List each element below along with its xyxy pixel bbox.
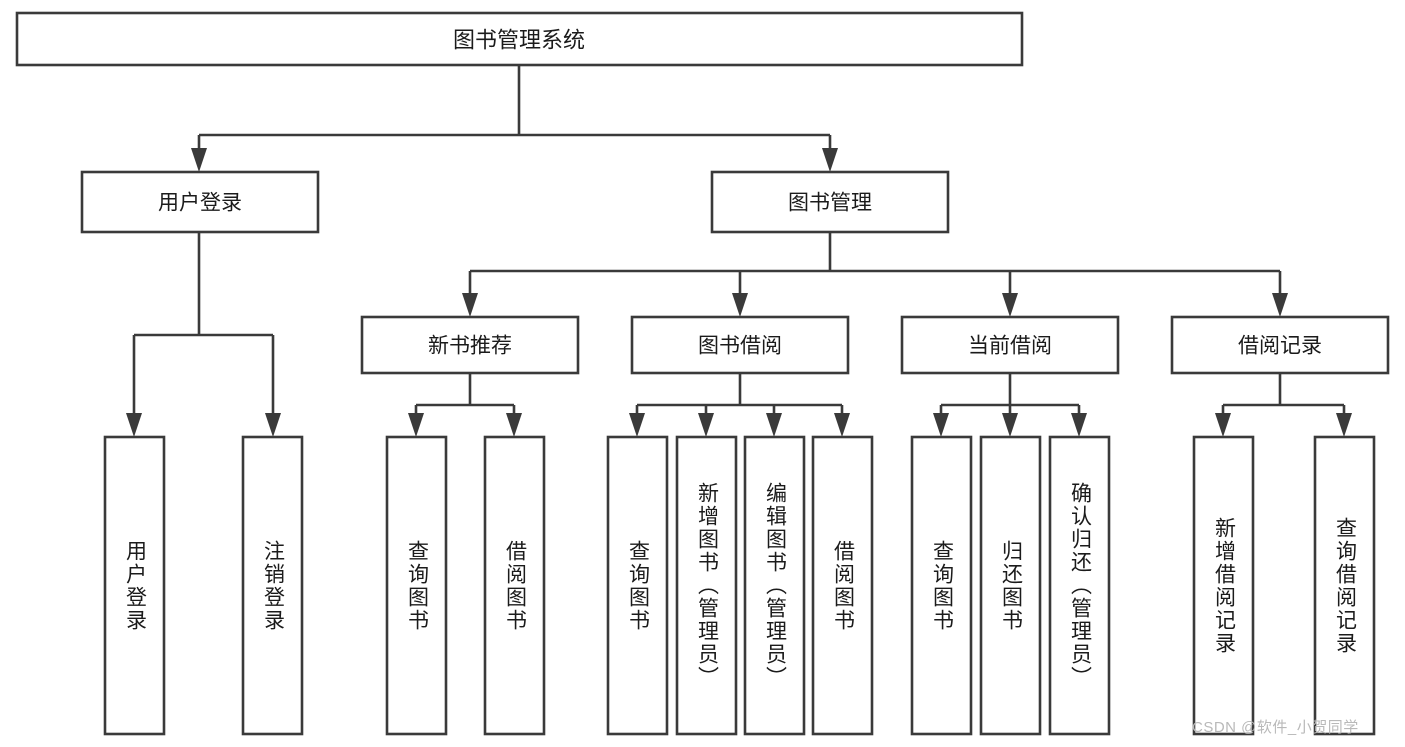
node-bookmgmt[interactable]: 图书管理 xyxy=(710,170,950,234)
node-leaf-7-box[interactable] xyxy=(743,435,806,736)
node-leaf-1-box[interactable] xyxy=(103,435,166,736)
arrow-head-leaf-9 xyxy=(933,413,949,437)
arrow-head-leaf-11 xyxy=(1071,413,1087,437)
node-leaf-9-box[interactable] xyxy=(910,435,973,736)
arrow-head-leaf-1 xyxy=(126,413,142,437)
node-leaf-5-box[interactable] xyxy=(606,435,669,736)
arrow-head-leaf-5 xyxy=(629,413,645,437)
connector-group-current xyxy=(933,373,1087,437)
node-borrow-box[interactable] xyxy=(630,315,850,375)
arrow-head-leaf-10 xyxy=(1002,413,1018,437)
node-leaf-12-box[interactable] xyxy=(1192,435,1255,736)
node-leaf-3-box[interactable] xyxy=(385,435,448,736)
node-login-box[interactable] xyxy=(80,170,320,234)
connector-group-newbook xyxy=(408,373,522,437)
node-newbook[interactable]: 新书推荐 xyxy=(360,315,580,375)
node-leaf-13-box[interactable] xyxy=(1313,435,1376,736)
node-login-label: 用户登录 xyxy=(158,192,242,215)
node-newbook-label: 新书推荐 xyxy=(428,335,512,358)
arrow-head-leaf-6 xyxy=(698,413,714,437)
node-leaf-4-box[interactable] xyxy=(483,435,546,736)
node-records-box[interactable] xyxy=(1170,315,1390,375)
node-borrow[interactable]: 图书借阅 xyxy=(630,315,850,375)
arrow-head-newbook xyxy=(462,293,478,317)
node-current[interactable]: 当前借阅 xyxy=(900,315,1120,375)
node-newbook-box[interactable] xyxy=(360,315,580,375)
node-leaf-8-box[interactable] xyxy=(811,435,874,736)
arrow-head-leaf-7 xyxy=(766,413,782,437)
watermark-text: CSDN @软件_小贺同学 xyxy=(1192,719,1359,736)
node-root-label: 图书管理系统 xyxy=(453,28,585,53)
arrow-head-bookmgmt xyxy=(822,148,838,172)
node-root[interactable]: 图书管理系统 xyxy=(15,11,1024,67)
connector-group-bookmgmt xyxy=(462,232,1288,317)
node-login[interactable]: 用户登录 xyxy=(80,170,320,234)
connector-group-records xyxy=(1215,373,1352,437)
node-current-box[interactable] xyxy=(900,315,1120,375)
arrow-head-records xyxy=(1272,293,1288,317)
arrow-head-leaf-12 xyxy=(1215,413,1231,437)
node-current-label: 当前借阅 xyxy=(968,335,1052,358)
node-bookmgmt-box[interactable] xyxy=(710,170,950,234)
node-records[interactable]: 借阅记录 xyxy=(1170,315,1390,375)
arrow-head-leaf-8 xyxy=(834,413,850,437)
arrow-head-leaf-3 xyxy=(408,413,424,437)
arrow-head-leaf-4 xyxy=(506,413,522,437)
node-leaf-11-box[interactable] xyxy=(1048,435,1111,736)
connector-group-login xyxy=(126,232,281,437)
node-leaf-10-box[interactable] xyxy=(979,435,1042,736)
node-bookmgmt-label: 图书管理 xyxy=(788,192,872,215)
node-root-box[interactable] xyxy=(15,11,1024,67)
arrow-head-login xyxy=(191,148,207,172)
node-borrow-label: 图书借阅 xyxy=(698,335,782,358)
arrow-head-borrow xyxy=(732,293,748,317)
connector-group-root xyxy=(191,65,838,172)
connector-group-borrow xyxy=(629,373,850,437)
arrow-head-current xyxy=(1002,293,1018,317)
node-leaf-2-box[interactable] xyxy=(241,435,304,736)
node-records-label: 借阅记录 xyxy=(1238,335,1322,358)
arrow-head-leaf-13 xyxy=(1336,413,1352,437)
node-leaf-6-box[interactable] xyxy=(675,435,738,736)
arrow-head-leaf-2 xyxy=(265,413,281,437)
